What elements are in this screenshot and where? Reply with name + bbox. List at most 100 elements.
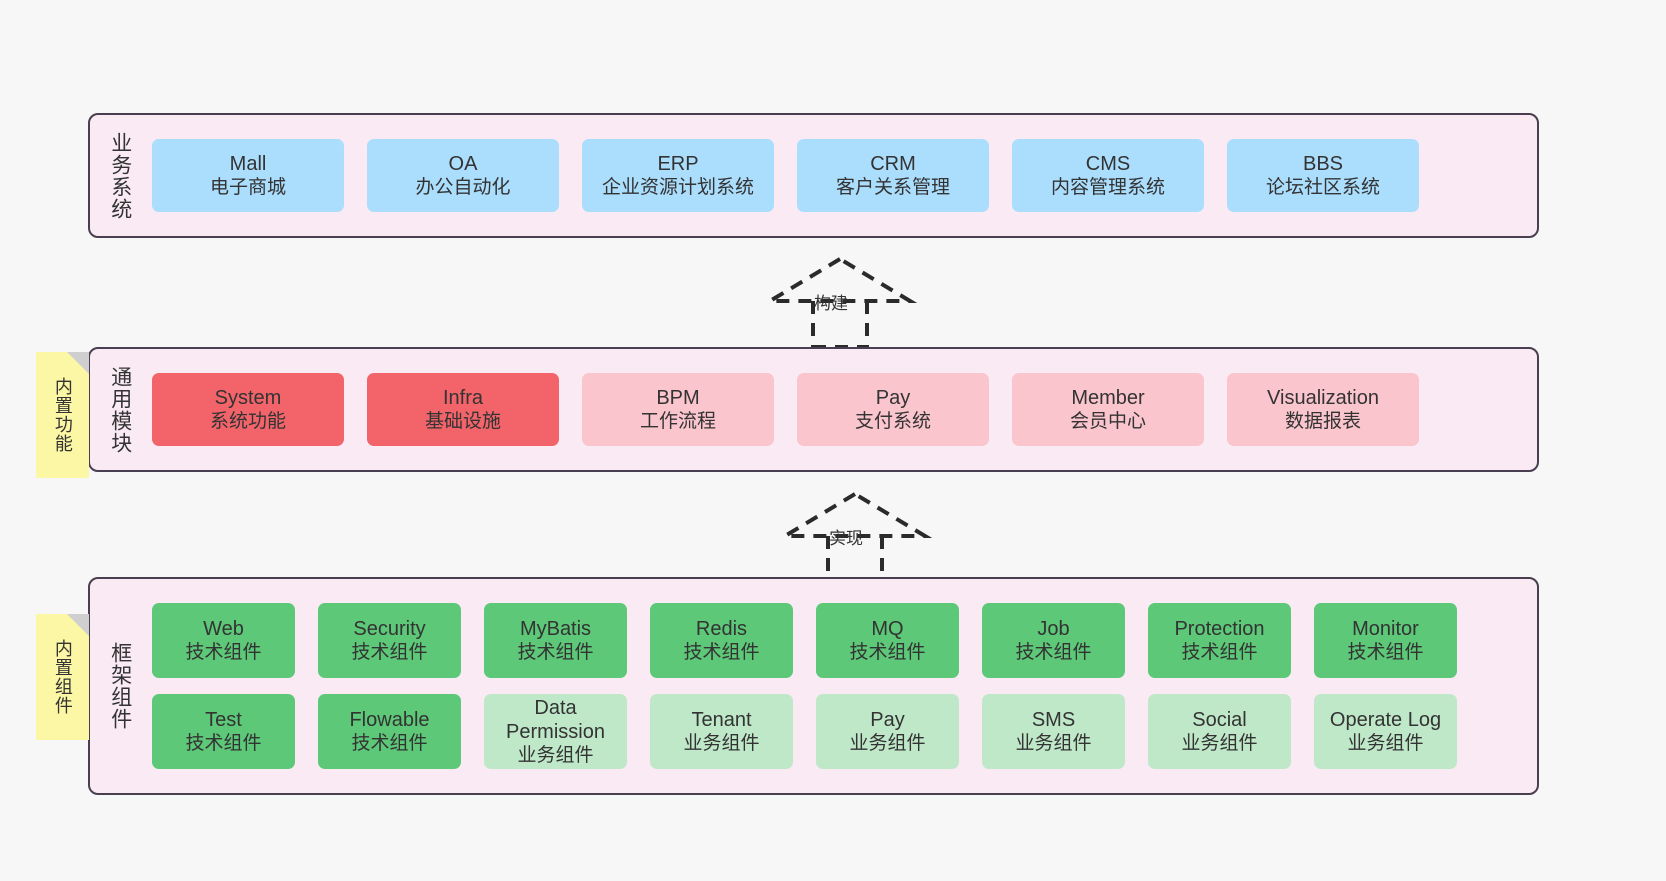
card-subtitle: 技术组件 — [849, 642, 926, 664]
row-common-modules: System 系统功能 Infra 基础设施 BPM 工作流程 Pay 支付系统… — [152, 373, 1521, 446]
card-visualization[interactable]: Visualization 数据报表 — [1227, 373, 1419, 446]
card-title: Redis — [695, 617, 748, 640]
card-data-permission[interactable]: Data Permission 业务组件 — [484, 694, 627, 769]
card-subtitle: 技术组件 — [351, 642, 428, 664]
card-subtitle: 技术组件 — [1347, 642, 1424, 664]
card-title: OA — [448, 152, 478, 175]
card-subtitle: 企业资源计划系统 — [601, 177, 754, 199]
card-crm[interactable]: CRM 客户关系管理 — [797, 139, 989, 212]
layer-label-framework: 框架组件 — [108, 642, 132, 730]
card-bbs[interactable]: BBS 论坛社区系统 — [1227, 139, 1419, 212]
card-test[interactable]: Test 技术组件 — [152, 694, 295, 769]
layer-body-framework: Web 技术组件 Security 技术组件 MyBatis 技术组件 Redi… — [140, 579, 1537, 793]
card-mq[interactable]: MQ 技术组件 — [816, 603, 959, 678]
card-web[interactable]: Web 技术组件 — [152, 603, 295, 678]
card-social[interactable]: Social 业务组件 — [1148, 694, 1291, 769]
sticky-note-builtin-component: 内置组件 — [36, 614, 89, 740]
card-job[interactable]: Job 技术组件 — [982, 603, 1125, 678]
card-member[interactable]: Member 会员中心 — [1012, 373, 1204, 446]
card-subtitle: 技术组件 — [351, 733, 428, 755]
card-flowable[interactable]: Flowable 技术组件 — [318, 694, 461, 769]
card-mybatis[interactable]: MyBatis 技术组件 — [484, 603, 627, 678]
card-erp[interactable]: ERP 企业资源计划系统 — [582, 139, 774, 212]
card-subtitle: 论坛社区系统 — [1265, 177, 1380, 199]
layer-label-modules: 通用模块 — [108, 365, 132, 454]
card-title: Job — [1037, 617, 1070, 640]
layer-label-business: 业务系统 — [108, 131, 132, 220]
card-subtitle: 技术组件 — [1181, 642, 1258, 664]
card-infra[interactable]: Infra 基础设施 — [367, 373, 559, 446]
card-title: SMS — [1031, 708, 1076, 731]
card-subtitle: 技术组件 — [1015, 642, 1092, 664]
layer-business-systems: 业务系统 Mall 电子商城 OA 办公自动化 ERP 企业资源计划系统 CRM… — [88, 113, 1539, 238]
card-title: Operate Log — [1329, 708, 1442, 731]
card-title: Infra — [442, 386, 484, 409]
card-oa[interactable]: OA 办公自动化 — [367, 139, 559, 212]
card-title: Mall — [229, 152, 267, 175]
card-title: BBS — [1302, 152, 1344, 175]
card-subtitle: 客户关系管理 — [835, 177, 950, 199]
card-subtitle: 会员中心 — [1069, 411, 1146, 433]
card-subtitle: 业务组件 — [517, 745, 594, 767]
card-title: Security — [353, 617, 426, 640]
card-bpm[interactable]: BPM 工作流程 — [582, 373, 774, 446]
card-title: Web — [203, 617, 244, 640]
card-security[interactable]: Security 技术组件 — [318, 603, 461, 678]
layer-body-business: Mall 电子商城 OA 办公自动化 ERP 企业资源计划系统 CRM 客户关系… — [140, 115, 1537, 236]
card-title: Visualization — [1267, 386, 1379, 409]
card-title: System — [214, 386, 282, 409]
card-title: MyBatis — [519, 617, 592, 640]
card-cms[interactable]: CMS 内容管理系统 — [1012, 139, 1204, 212]
card-mall[interactable]: Mall 电子商城 — [152, 139, 344, 212]
sticky-note-builtin-function: 内置功能 — [36, 352, 89, 478]
card-title: MQ — [871, 617, 904, 640]
card-subtitle: 工作流程 — [639, 411, 716, 433]
card-subtitle: 数据报表 — [1284, 411, 1361, 433]
card-subtitle: 业务组件 — [849, 733, 926, 755]
layer-body-modules: System 系统功能 Infra 基础设施 BPM 工作流程 Pay 支付系统… — [140, 349, 1537, 470]
card-title: CMS — [1085, 152, 1131, 175]
card-subtitle: 技术组件 — [683, 642, 760, 664]
card-title: ERP — [657, 152, 699, 175]
arrow-implement: 实现 — [775, 490, 935, 590]
card-subtitle: 办公自动化 — [415, 177, 511, 199]
row-business-components: Test 技术组件 Flowable 技术组件 Data Permission … — [152, 694, 1521, 769]
card-subtitle: 内容管理系统 — [1050, 177, 1165, 199]
card-title: BPM — [656, 386, 700, 409]
card-system[interactable]: System 系统功能 — [152, 373, 344, 446]
arrow-implement-label: 实现 — [829, 529, 863, 548]
sticky-note-label: 内置组件 — [52, 639, 73, 715]
arrow-build: 构建 — [760, 255, 920, 355]
card-title: Flowable — [349, 708, 430, 731]
card-title: Tenant — [691, 708, 752, 731]
card-title: Pay — [870, 708, 905, 731]
card-subtitle: 系统功能 — [209, 411, 286, 433]
card-monitor[interactable]: Monitor 技术组件 — [1314, 603, 1457, 678]
row-tech-components: Web 技术组件 Security 技术组件 MyBatis 技术组件 Redi… — [152, 603, 1521, 678]
card-title: Data Permission — [506, 696, 605, 743]
card-title: Pay — [875, 386, 911, 409]
card-redis[interactable]: Redis 技术组件 — [650, 603, 793, 678]
card-sms[interactable]: SMS 业务组件 — [982, 694, 1125, 769]
card-subtitle: 电子商城 — [209, 177, 286, 199]
card-subtitle: 业务组件 — [1347, 733, 1424, 755]
layer-common-modules: 通用模块 System 系统功能 Infra 基础设施 BPM 工作流程 Pay… — [88, 347, 1539, 472]
card-pay-component[interactable]: Pay 业务组件 — [816, 694, 959, 769]
card-operate-log[interactable]: Operate Log 业务组件 — [1314, 694, 1457, 769]
row-business-systems: Mall 电子商城 OA 办公自动化 ERP 企业资源计划系统 CRM 客户关系… — [152, 139, 1521, 212]
card-subtitle: 基础设施 — [424, 411, 501, 433]
card-title: Monitor — [1352, 617, 1419, 640]
card-protection[interactable]: Protection 技术组件 — [1148, 603, 1291, 678]
card-subtitle: 支付系统 — [854, 411, 931, 433]
card-pay-module[interactable]: Pay 支付系统 — [797, 373, 989, 446]
card-subtitle: 技术组件 — [185, 642, 262, 664]
card-subtitle: 业务组件 — [1181, 733, 1258, 755]
card-title: Social — [1192, 708, 1247, 731]
card-title: Protection — [1174, 617, 1265, 640]
sticky-note-label: 内置功能 — [52, 377, 73, 453]
card-tenant[interactable]: Tenant 业务组件 — [650, 694, 793, 769]
card-subtitle: 业务组件 — [1015, 733, 1092, 755]
card-subtitle: 业务组件 — [683, 733, 760, 755]
card-subtitle: 技术组件 — [517, 642, 594, 664]
